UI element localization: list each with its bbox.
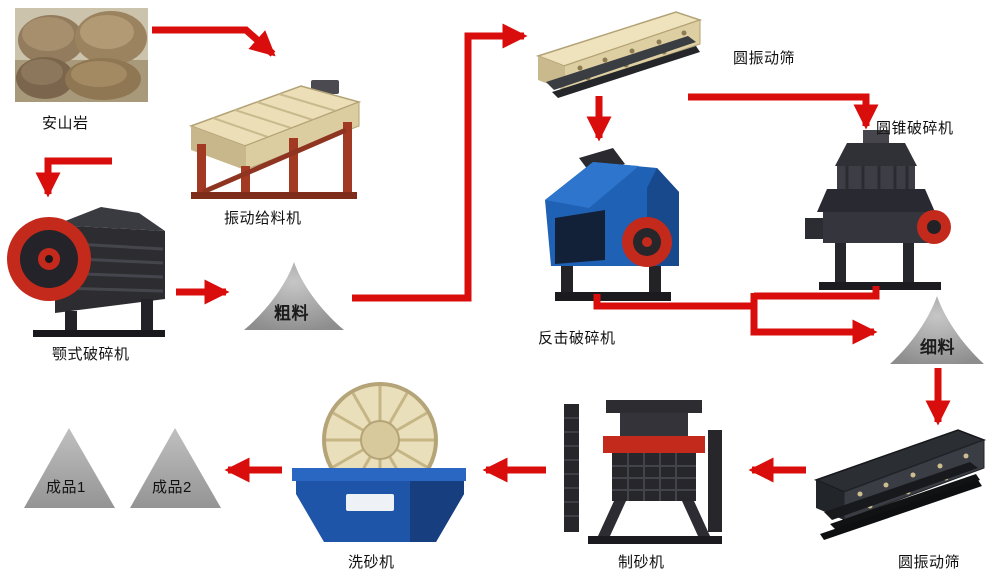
top-vibrating-screen — [536, 6, 704, 98]
coarse-pile-illustration — [244, 262, 344, 330]
sand-maker-illustration — [564, 400, 722, 544]
label-jaw-crusher: 颚式破碎机 — [52, 346, 130, 363]
label-feeder: 振动给料机 — [224, 210, 302, 227]
cone-crusher-illustration — [805, 130, 951, 290]
arrow-coarse-to-screen — [352, 23, 528, 302]
label-product-2: 成品2 — [152, 479, 192, 496]
label-product-1: 成品1 — [46, 479, 86, 496]
rock-photo-illustration — [15, 8, 148, 102]
bottom-vibrating-screen — [812, 418, 988, 546]
arrow-feeder-to-jaw — [35, 157, 112, 198]
impact-crusher-illustration — [545, 148, 679, 301]
label-top-screen: 圆振动筛 — [733, 50, 796, 67]
fine-pile-illustration — [890, 296, 984, 364]
product-pile-1 — [22, 426, 117, 510]
top-screen-illustration — [536, 11, 703, 98]
sand-making-machine — [556, 396, 734, 546]
coarse-material-pile — [240, 260, 348, 332]
label-bottom-screen: 圆振动筛 — [898, 554, 961, 571]
arrow-rock-to-feeder — [152, 26, 276, 57]
cone-crusher — [803, 130, 955, 292]
sand-washer-illustration — [292, 382, 466, 542]
label-sand-maker: 制砂机 — [618, 554, 665, 571]
product-pile-2 — [128, 426, 223, 510]
jaw-crusher-illustration — [7, 207, 165, 337]
arrow-junction-to-fine — [750, 293, 878, 345]
label-coarse-pile: 粗料 — [274, 304, 309, 323]
label-rock: 安山岩 — [42, 115, 89, 132]
sand-washer — [288, 382, 468, 546]
arrow-screen-to-cone — [688, 93, 879, 130]
label-fine-pile: 细料 — [920, 338, 955, 357]
vibrating-feeder — [183, 80, 365, 202]
rock-photo — [15, 8, 148, 102]
impact-crusher — [527, 146, 695, 314]
fine-material-pile — [886, 294, 988, 366]
product-pile-2-illustration — [130, 428, 221, 508]
vibrating-feeder-illustration — [188, 80, 362, 199]
product-pile-1-illustration — [24, 428, 115, 508]
bottom-screen-illustration — [813, 429, 987, 540]
label-sand-washer: 洗砂机 — [348, 554, 395, 571]
label-impact-crusher: 反击破碎机 — [538, 330, 616, 347]
label-cone-crusher: 圆锥破碎机 — [876, 120, 954, 137]
jaw-crusher — [5, 203, 170, 337]
